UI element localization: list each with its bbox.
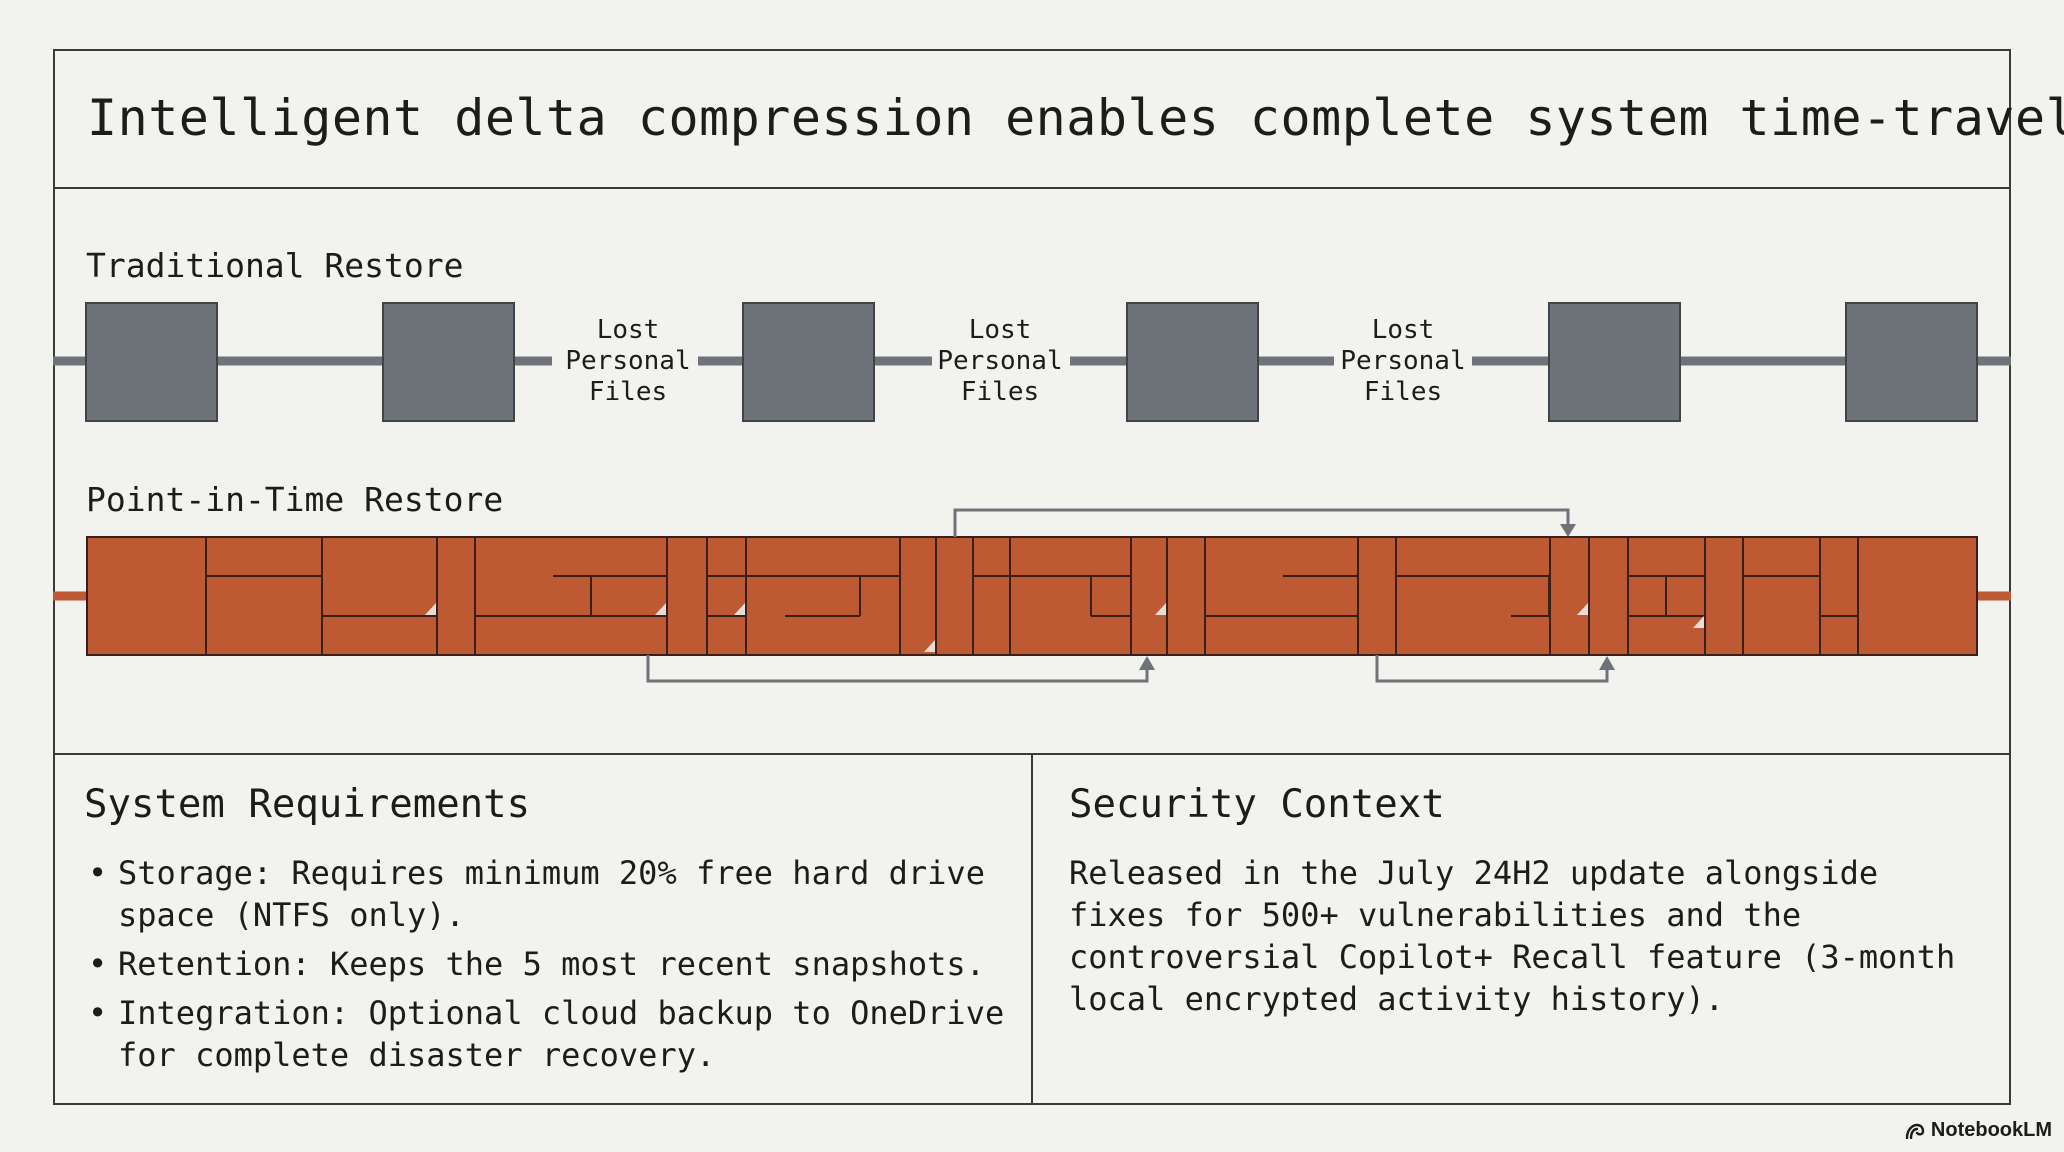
snapshot-block-1 [85, 302, 218, 422]
panel-divider [1031, 754, 1033, 1104]
delta-notch-0 [425, 603, 436, 615]
requirement-item: Retention: Keeps the 5 most recent snaps… [82, 943, 1022, 985]
arrowhead-icon [1139, 524, 1615, 670]
snapshot-block-3 [742, 302, 875, 422]
snapshot-block-6 [1845, 302, 1978, 422]
delta-block-lines [205, 537, 1859, 655]
title-bar: Intelligent delta compression enables co… [53, 49, 2064, 189]
traditional-snapshots [85, 302, 1978, 422]
slide-title: Intelligent delta compression enables co… [87, 89, 2064, 147]
lost-personal-files-label-3: Lost Personal Files [1340, 315, 1466, 407]
security-title: Security Context [1069, 782, 1445, 827]
delta-notch-4 [1155, 603, 1166, 615]
delta-notch-1 [655, 603, 666, 615]
snapshot-block-4 [1126, 302, 1259, 422]
lost-personal-files-label-2: Lost Personal Files [937, 315, 1063, 407]
restore-arrows [646, 508, 1609, 683]
delta-notch-2 [734, 603, 745, 615]
arrowhead-icon-top [1560, 524, 1576, 537]
delta-notch-6 [1693, 616, 1704, 628]
requirement-item: Integration: Optional cloud backup to On… [82, 992, 1022, 1076]
arrowhead-icon-bottom-2 [1599, 656, 1615, 670]
snapshot-block-2 [382, 302, 515, 422]
restore-arrow-top [953, 508, 1570, 537]
slide-frame [53, 49, 2011, 1105]
restore-arrow-bottom-2 [1375, 655, 1609, 683]
notebooklm-logo-icon [1905, 1123, 1925, 1139]
requirements-list: Storage: Requires minimum 20% free hard … [82, 852, 1022, 1083]
brand-mark: NotebookLM [1905, 1119, 2052, 1142]
delta-notch-5 [1577, 603, 1588, 615]
point-in-time-restore-label: Point-in-Time Restore [86, 480, 504, 519]
lost-personal-files-label-1: Lost Personal Files [565, 315, 691, 407]
restore-arrow-bottom-1 [646, 655, 1149, 683]
requirement-item: Storage: Requires minimum 20% free hard … [82, 852, 1022, 936]
delta-notch-3 [924, 640, 935, 652]
security-text: Released in the July 24H2 update alongsi… [1069, 854, 1956, 1018]
traditional-restore-label: Traditional Restore [86, 246, 464, 285]
brand-name: NotebookLM [1930, 1119, 2052, 1141]
arrowhead-icon-bottom-1 [1139, 656, 1155, 670]
delta-strip [86, 536, 1978, 656]
snapshot-block-5 [1548, 302, 1681, 422]
requirements-title: System Requirements [84, 782, 531, 827]
